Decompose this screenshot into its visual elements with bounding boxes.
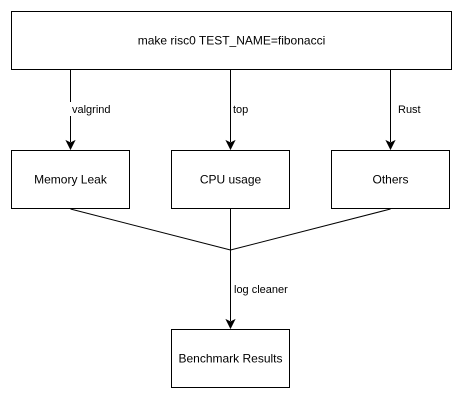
edge-rust-label: Rust (398, 104, 421, 116)
edge-valgrind: valgrind (65, 70, 112, 151)
cpu-usage-node: CPU usage (171, 150, 290, 209)
merge-connector (70, 208, 391, 251)
command-node-label: make risc0 TEST_NAME=fibonacci (138, 34, 326, 48)
arrowhead-icon (65, 139, 76, 151)
merge-line-left (70, 208, 231, 251)
edge-log-cleaner-label: log cleaner (234, 284, 288, 296)
others-node-label: Others (372, 173, 408, 187)
edge-valgrind-label: valgrind (72, 104, 111, 116)
edge-top-label: top (233, 104, 248, 116)
results-node-label: Benchmark Results (178, 352, 282, 366)
arrowhead-icon (225, 318, 236, 330)
arrowhead-icon (225, 139, 236, 151)
others-node: Others (331, 150, 450, 209)
memory-leak-node-label: Memory Leak (34, 173, 108, 187)
edge-log-cleaner: log cleaner (225, 250, 291, 330)
edge-top: top (225, 70, 251, 151)
arrowhead-icon (385, 139, 396, 151)
cpu-usage-node-label: CPU usage (200, 173, 262, 187)
edge-rust: Rust (385, 70, 422, 151)
command-node: make risc0 TEST_NAME=fibonacci (11, 11, 452, 70)
results-node: Benchmark Results (171, 329, 290, 388)
merge-line-right (230, 208, 391, 251)
memory-leak-node: Memory Leak (11, 150, 130, 209)
